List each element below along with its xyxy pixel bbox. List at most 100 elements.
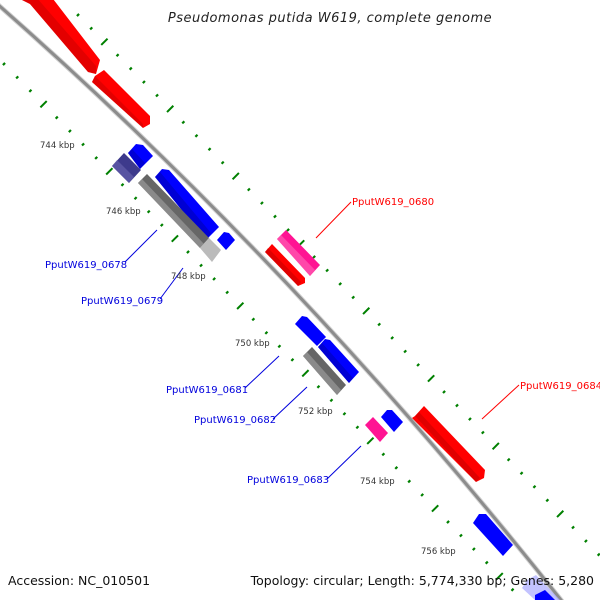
accession-text: Accession: NC_010501 xyxy=(8,573,150,588)
gene-label-0683[interactable]: PputW619_0683 xyxy=(247,475,329,486)
feature-reverse-small-2[interactable] xyxy=(217,232,235,250)
minor-tick xyxy=(89,26,94,31)
genome-summary-text: Topology: circular; Length: 5,774,330 bp… xyxy=(250,573,594,588)
feature-purple[interactable] xyxy=(112,153,141,183)
feature-forward-0680a[interactable] xyxy=(265,244,305,286)
feature-gray-1[interactable] xyxy=(138,174,209,248)
label-leaders xyxy=(124,201,520,480)
major-tick xyxy=(231,172,240,180)
feature-forward-2[interactable] xyxy=(92,70,150,128)
minor-tick xyxy=(355,425,360,430)
major-tick xyxy=(171,234,179,243)
gene-label-0681[interactable]: PputW619_0681 xyxy=(166,385,248,396)
feature-reverse-bottom-2[interactable] xyxy=(522,575,560,600)
feature-reverse-bottom[interactable] xyxy=(473,514,513,556)
minor-tick xyxy=(325,268,329,273)
tick-label-744: 744 kbp xyxy=(40,141,75,151)
minor-tick xyxy=(484,560,489,565)
features xyxy=(18,0,560,600)
minor-tick xyxy=(225,290,230,295)
minor-tick xyxy=(472,547,476,551)
minor-tick xyxy=(220,160,225,165)
feature-forward-0684[interactable] xyxy=(412,406,485,482)
minor-tick xyxy=(54,115,59,120)
feature-reverse-0678-region[interactable] xyxy=(155,169,219,240)
major-tick xyxy=(105,167,114,176)
feature-pink-0680[interactable] xyxy=(277,230,320,276)
minor-tick xyxy=(455,403,459,408)
major-tick xyxy=(100,37,109,46)
feature-reverse-0681b[interactable] xyxy=(318,339,359,383)
minor-tick xyxy=(251,317,256,322)
minor-tick xyxy=(120,182,125,187)
tick-label-748: 748 kbp xyxy=(171,272,206,282)
minor-tick xyxy=(329,398,334,403)
feature-forward-1[interactable] xyxy=(18,0,100,74)
minor-tick xyxy=(510,587,515,592)
feature-light-gray[interactable] xyxy=(200,238,221,262)
minor-tick xyxy=(273,214,277,219)
minor-tick xyxy=(94,156,99,160)
minor-tick xyxy=(81,142,85,147)
gene-label-0678[interactable]: PputW619_0678 xyxy=(45,260,127,271)
minor-tick xyxy=(142,80,146,84)
minor-tick xyxy=(128,66,133,71)
minor-tick xyxy=(194,133,199,138)
minor-tick xyxy=(115,53,120,58)
minor-tick xyxy=(390,336,395,340)
minor-tick xyxy=(394,466,399,470)
feature-reverse-small-1[interactable] xyxy=(128,144,153,169)
minor-tick xyxy=(381,452,386,457)
minor-tick xyxy=(481,430,485,435)
minor-tick xyxy=(290,357,295,362)
gene-label-0682[interactable]: PputW619_0682 xyxy=(194,415,276,426)
tick-label-746: 746 kbp xyxy=(106,207,141,217)
minor-tick xyxy=(545,498,550,503)
major-tick xyxy=(427,374,435,383)
minor-tick xyxy=(316,384,321,389)
major-tick xyxy=(166,105,175,113)
backbone xyxy=(0,3,565,600)
minor-tick xyxy=(212,277,216,281)
major-tick xyxy=(39,100,48,109)
minor-tick xyxy=(15,75,20,80)
minor-tick xyxy=(416,363,420,367)
minor-tick xyxy=(571,525,575,530)
minor-tick xyxy=(519,471,524,476)
feature-reverse-0683b[interactable] xyxy=(381,410,403,432)
feature-pink-0683[interactable] xyxy=(365,417,388,442)
major-tick xyxy=(301,369,310,378)
minor-tick xyxy=(277,344,282,349)
tick-label-756: 756 kbp xyxy=(421,547,456,557)
minor-tick xyxy=(2,62,6,66)
minor-tick xyxy=(506,457,511,462)
minor-tick xyxy=(155,93,159,98)
feature-reverse-0681a[interactable] xyxy=(295,316,326,346)
gene-labels: PputW619_0678 PputW619_0679 PputW619_068… xyxy=(45,197,600,486)
minor-tick xyxy=(338,282,343,286)
tick-label-750: 750 kbp xyxy=(235,339,270,349)
minor-tick xyxy=(351,295,356,300)
minor-tick xyxy=(584,539,588,543)
minor-tick xyxy=(260,201,264,205)
feature-gray-0682[interactable] xyxy=(303,347,346,395)
minor-tick xyxy=(407,479,412,484)
gene-label-0684[interactable]: PputW619_0684 xyxy=(520,381,600,392)
tick-label-754: 754 kbp xyxy=(360,477,395,487)
major-tick xyxy=(366,436,375,445)
minor-tick xyxy=(68,129,72,133)
gene-label-0679[interactable]: PputW619_0679 xyxy=(81,296,163,307)
major-tick xyxy=(236,302,245,310)
minor-tick xyxy=(247,187,251,192)
tick-label-752: 752 kbp xyxy=(298,407,333,417)
major-tick xyxy=(431,504,439,513)
gene-label-0680[interactable]: PputW619_0680 xyxy=(352,197,434,208)
minor-tick xyxy=(459,533,463,538)
minor-tick xyxy=(420,493,424,497)
minor-tick xyxy=(146,209,151,214)
minor-tick xyxy=(342,411,347,416)
tick-labels: 744 kbp 746 kbp 748 kbp 750 kbp 752 kbp … xyxy=(40,141,456,557)
map-title: Pseudomonas putida W619, complete genome xyxy=(168,11,492,26)
minor-tick xyxy=(442,390,446,394)
minor-tick xyxy=(264,330,269,335)
